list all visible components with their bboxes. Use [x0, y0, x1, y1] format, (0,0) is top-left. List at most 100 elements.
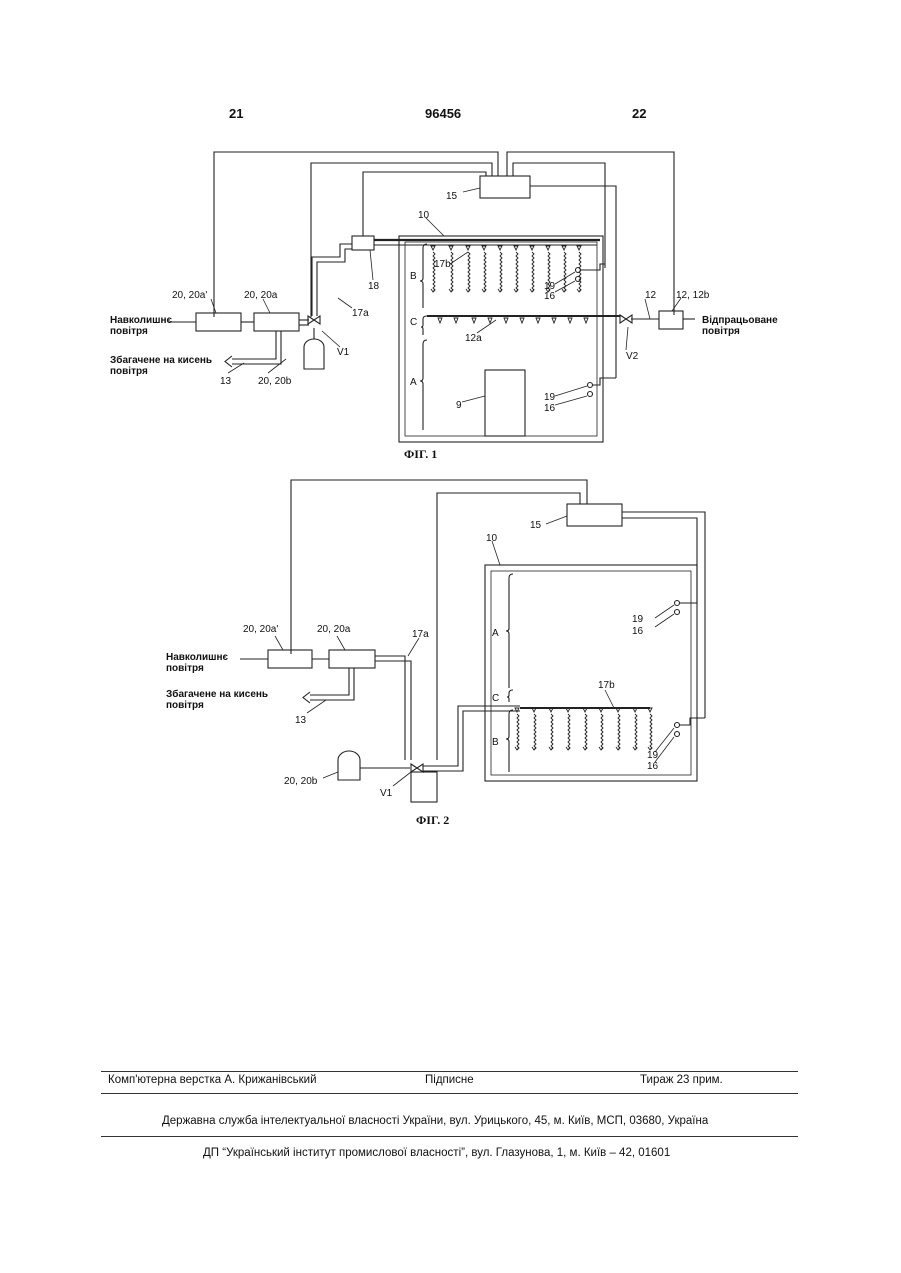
fig2-drop-1 [532, 714, 536, 750]
fig2-drop-4 [583, 714, 587, 750]
fig1-enriched-air-1: Збагачене на кисень [110, 354, 212, 366]
fig1-lower-nozzle-5 [520, 318, 524, 323]
fig2-zone-a: A [492, 628, 499, 639]
footer-rule-middle [101, 1093, 798, 1094]
fig1-label-12: 12 [645, 290, 657, 301]
fig2-zone-b: B [492, 737, 499, 748]
fig1-nozzle-0 [431, 246, 435, 250]
fig2-tank-20b [338, 751, 360, 780]
fig1-label-20b: 20, 20b [258, 376, 292, 387]
fig1-drop-2 [466, 252, 470, 292]
fig1-valve-v2 [620, 315, 632, 323]
fig1-lower-nozzle-1 [454, 318, 458, 323]
fig1-zone-b: B [410, 271, 417, 282]
fig2-drop-3 [566, 714, 570, 750]
fig1-nozzle-6 [530, 246, 534, 250]
fig1-ambient-air-1: Навколишнє [110, 315, 173, 326]
fig2-drop-2 [549, 714, 553, 750]
fig1-box-18 [352, 236, 374, 250]
fig2-box-20a [329, 650, 375, 668]
fig2-drop-8 [648, 714, 652, 750]
fig1-nozzle-5 [514, 246, 518, 250]
fig1-ambient-air-2: повітря [110, 326, 148, 337]
fig1-nozzle-1 [449, 246, 453, 250]
fig2-valve-v1 [411, 764, 423, 772]
fig2-enriched-air-2: повітря [166, 700, 204, 711]
fig1-box-20a [254, 313, 299, 331]
fig2-label-20a-prime: 20, 20a' [243, 624, 278, 635]
fig1-drop-5 [514, 252, 518, 292]
fig1-box-20a-prime [196, 313, 241, 331]
fig2-ambient-air-2: повітря [166, 663, 204, 674]
fig2-label-20a: 20, 20a [317, 624, 351, 635]
fig1-object-9 [485, 370, 525, 436]
fig1-label-16-top: 16 [544, 291, 556, 302]
fig1-nozzle-7 [546, 246, 550, 250]
fig1-label-18: 18 [368, 281, 380, 292]
fig2-label-v1: V1 [380, 788, 393, 799]
fig1-label-v2: V2 [626, 351, 639, 362]
fig1-lower-nozzle-6 [536, 318, 540, 323]
fig1-label-20a: 20, 20a [244, 290, 278, 301]
fig1-label-12-12b: 12, 12b [676, 290, 710, 301]
fig1-label-15: 15 [446, 191, 458, 202]
fig1-tank-20b [304, 339, 324, 369]
fig1-nozzle-2 [466, 246, 470, 250]
fig2-label-10: 10 [486, 533, 498, 544]
fig1-controller-15 [480, 176, 530, 198]
fig1-enriched-air-2: повітря [110, 366, 148, 377]
fig1-label-20a-prime: 20, 20a' [172, 290, 207, 301]
fig2-label-19-bot: 19 [647, 750, 659, 761]
fig2-drop-0 [515, 714, 519, 750]
fig2-outlet-box [411, 772, 437, 802]
fig1-label-9: 9 [456, 400, 462, 411]
fig1-drop-1 [449, 252, 453, 292]
fig2-ambient-air-1: Навколишнє [166, 652, 229, 663]
fig1-nozzle-4 [498, 246, 502, 250]
fig2-enriched-air-1: Збагачене на кисень [166, 688, 268, 700]
fig2-label-15: 15 [530, 520, 542, 531]
fig1-label-16-bot: 16 [544, 403, 556, 414]
footer-circulation: Тираж 23 прим. [640, 1074, 723, 1086]
fig1-caption: ФІГ. 1 [404, 447, 437, 461]
fig1-lower-nozzle-8 [568, 318, 572, 323]
fig1-lower-nozzle-7 [552, 318, 556, 323]
fig1-label-17a: 17a [352, 308, 369, 319]
fig2-label-19-top: 19 [632, 614, 644, 625]
footer-layout-credit: Комп'ютерна верстка А. Крижанівський [108, 1074, 317, 1086]
footer-institute: ДП “Український інститут промислової вла… [203, 1147, 670, 1159]
fig2-label-17a: 17a [412, 629, 429, 640]
fig1-drop-4 [498, 252, 502, 292]
fig1-drop-3 [482, 252, 486, 292]
fig1-exhaust-air-1: Відпрацьоване [702, 315, 778, 326]
fig1-label-13: 13 [220, 376, 232, 387]
fig2-controller-15 [567, 504, 622, 526]
footer-rule-top [101, 1071, 798, 1072]
fig1-label-12a: 12a [465, 333, 482, 344]
fig1-exhaust-air-2: повітря [702, 326, 740, 337]
fig2-label-16-bot: 16 [647, 761, 659, 772]
fig1-label-19-bot: 19 [544, 392, 556, 403]
fig2-drop-7 [633, 714, 637, 750]
footer-office: Державна служба інтелектуальної власност… [162, 1115, 708, 1127]
fig1-drop-6 [530, 252, 534, 292]
fig2-drop-5 [599, 714, 603, 750]
fig1-label-17b: 17b [434, 259, 451, 270]
fig1-zone-c: C [410, 317, 417, 328]
fig1-lower-nozzle-0 [438, 318, 442, 323]
fig1-lower-nozzle-2 [472, 318, 476, 323]
fig2-label-20b: 20, 20b [284, 776, 318, 787]
fig1-zone-a: A [410, 377, 417, 388]
fig1-label-10: 10 [418, 210, 430, 221]
fig1-lower-nozzle-3 [488, 318, 492, 323]
fig1-nozzle-9 [577, 246, 581, 250]
fig2-box-20a-prime [268, 650, 312, 668]
fig2-zone-c: C [492, 693, 499, 704]
fig1-label-v1: V1 [337, 347, 350, 358]
fig2-label-17b: 17b [598, 680, 615, 691]
fig1-nozzle-8 [562, 246, 566, 250]
fig1-drop-0 [431, 252, 435, 292]
footer-subscription: Підписне [425, 1074, 474, 1086]
fig2-drop-6 [616, 714, 620, 750]
